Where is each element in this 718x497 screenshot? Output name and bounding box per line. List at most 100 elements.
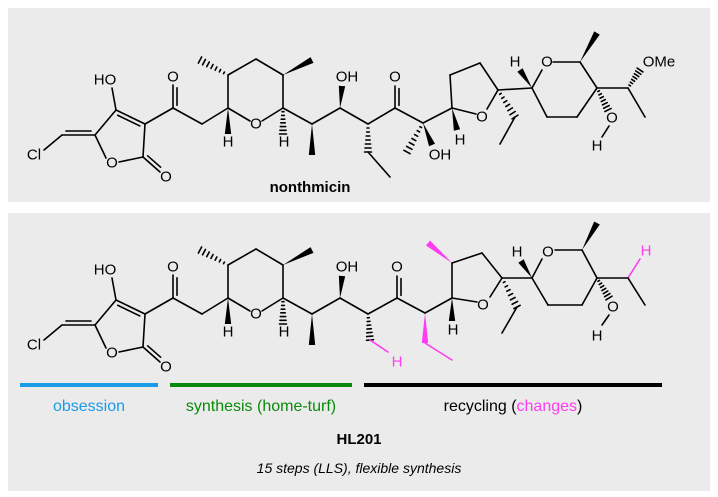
bond [261, 107, 284, 122]
bond [498, 92, 503, 96]
atom-h: H [448, 322, 459, 339]
atom-h-modified: H [392, 354, 403, 371]
bond [111, 87, 117, 111]
bond [197, 246, 203, 254]
atom-o: O [541, 54, 553, 71]
bond [423, 123, 435, 147]
bond [311, 107, 341, 125]
bond [479, 62, 499, 91]
bond [579, 61, 598, 89]
bond [605, 295, 613, 301]
atom-h: H [592, 138, 603, 155]
bond [576, 87, 598, 118]
bond [422, 107, 453, 124]
bond [408, 141, 415, 146]
bond [282, 297, 313, 315]
atom-o: O [106, 155, 118, 172]
bond [419, 125, 423, 129]
bond [227, 58, 257, 76]
bond [367, 297, 398, 315]
synthesis-label: synthesis (home-turf) [185, 398, 337, 415]
bond [598, 92, 603, 96]
bond [601, 287, 607, 292]
bond [283, 57, 314, 75]
bond [255, 248, 284, 266]
bond [197, 56, 203, 64]
bond [118, 156, 144, 163]
atom-cl: Cl [27, 147, 41, 164]
bond [500, 96, 505, 100]
atom-o: O [389, 69, 401, 86]
obsession-label: obsession [52, 398, 126, 415]
bond [255, 58, 284, 76]
bond [634, 70, 642, 76]
hl201-panel [8, 213, 710, 491]
atom-o: O [607, 299, 619, 316]
recycling-text: recycling ( [443, 398, 517, 415]
atom-h: H [279, 134, 290, 151]
bond [311, 297, 341, 315]
atom-ho: HO [94, 262, 117, 279]
obsession-bar [20, 383, 158, 387]
bond [201, 107, 229, 125]
atom-cl: Cl [27, 337, 41, 354]
atom-h: H [223, 134, 234, 151]
bond [142, 313, 146, 348]
bond [205, 251, 211, 258]
bond [599, 284, 605, 289]
bond [144, 297, 174, 315]
bond [627, 258, 641, 279]
atom-h: H [223, 324, 234, 341]
bond [518, 259, 532, 278]
atom-h: H [279, 324, 290, 341]
atom-o: O [476, 109, 488, 126]
bond [222, 71, 226, 75]
bond [308, 124, 316, 155]
bond [597, 279, 601, 283]
bond [283, 247, 314, 265]
bond [630, 78, 636, 83]
bond [599, 95, 605, 100]
bond [205, 61, 211, 68]
changes-text: changes [516, 398, 578, 415]
bond [116, 114, 141, 127]
bond [603, 292, 611, 298]
atom-o: O [542, 244, 554, 261]
bond [214, 66, 218, 71]
bond [142, 346, 161, 363]
bond [581, 249, 598, 279]
bond [531, 69, 543, 89]
bond [604, 107, 612, 113]
atom-h: H [510, 54, 521, 71]
bond [506, 288, 511, 293]
bond [210, 63, 214, 70]
bond [224, 298, 232, 324]
bond [449, 74, 453, 109]
bond [601, 125, 610, 138]
bond [531, 277, 549, 306]
bond [403, 149, 411, 155]
bond [218, 68, 222, 73]
bond [633, 72, 640, 78]
hl201-structure: Cl HO O O O O H H OH O H O H O O H H H [27, 243, 652, 376]
bond [486, 89, 499, 110]
bond [596, 89, 601, 93]
bond [505, 103, 511, 108]
atom-o: O [167, 69, 179, 86]
bond [218, 258, 222, 263]
bond [627, 277, 646, 306]
bond [451, 107, 477, 115]
bond [629, 81, 634, 85]
bond [396, 297, 426, 314]
bond [582, 221, 600, 250]
bond [338, 85, 346, 108]
atom-o: O [477, 297, 489, 314]
bond [451, 252, 483, 264]
compound-name: nonthmicin [270, 179, 351, 196]
bond [627, 87, 646, 118]
bond [413, 133, 419, 138]
bond [425, 240, 452, 263]
bond [451, 297, 478, 303]
atom-h-modified: H [641, 243, 652, 260]
